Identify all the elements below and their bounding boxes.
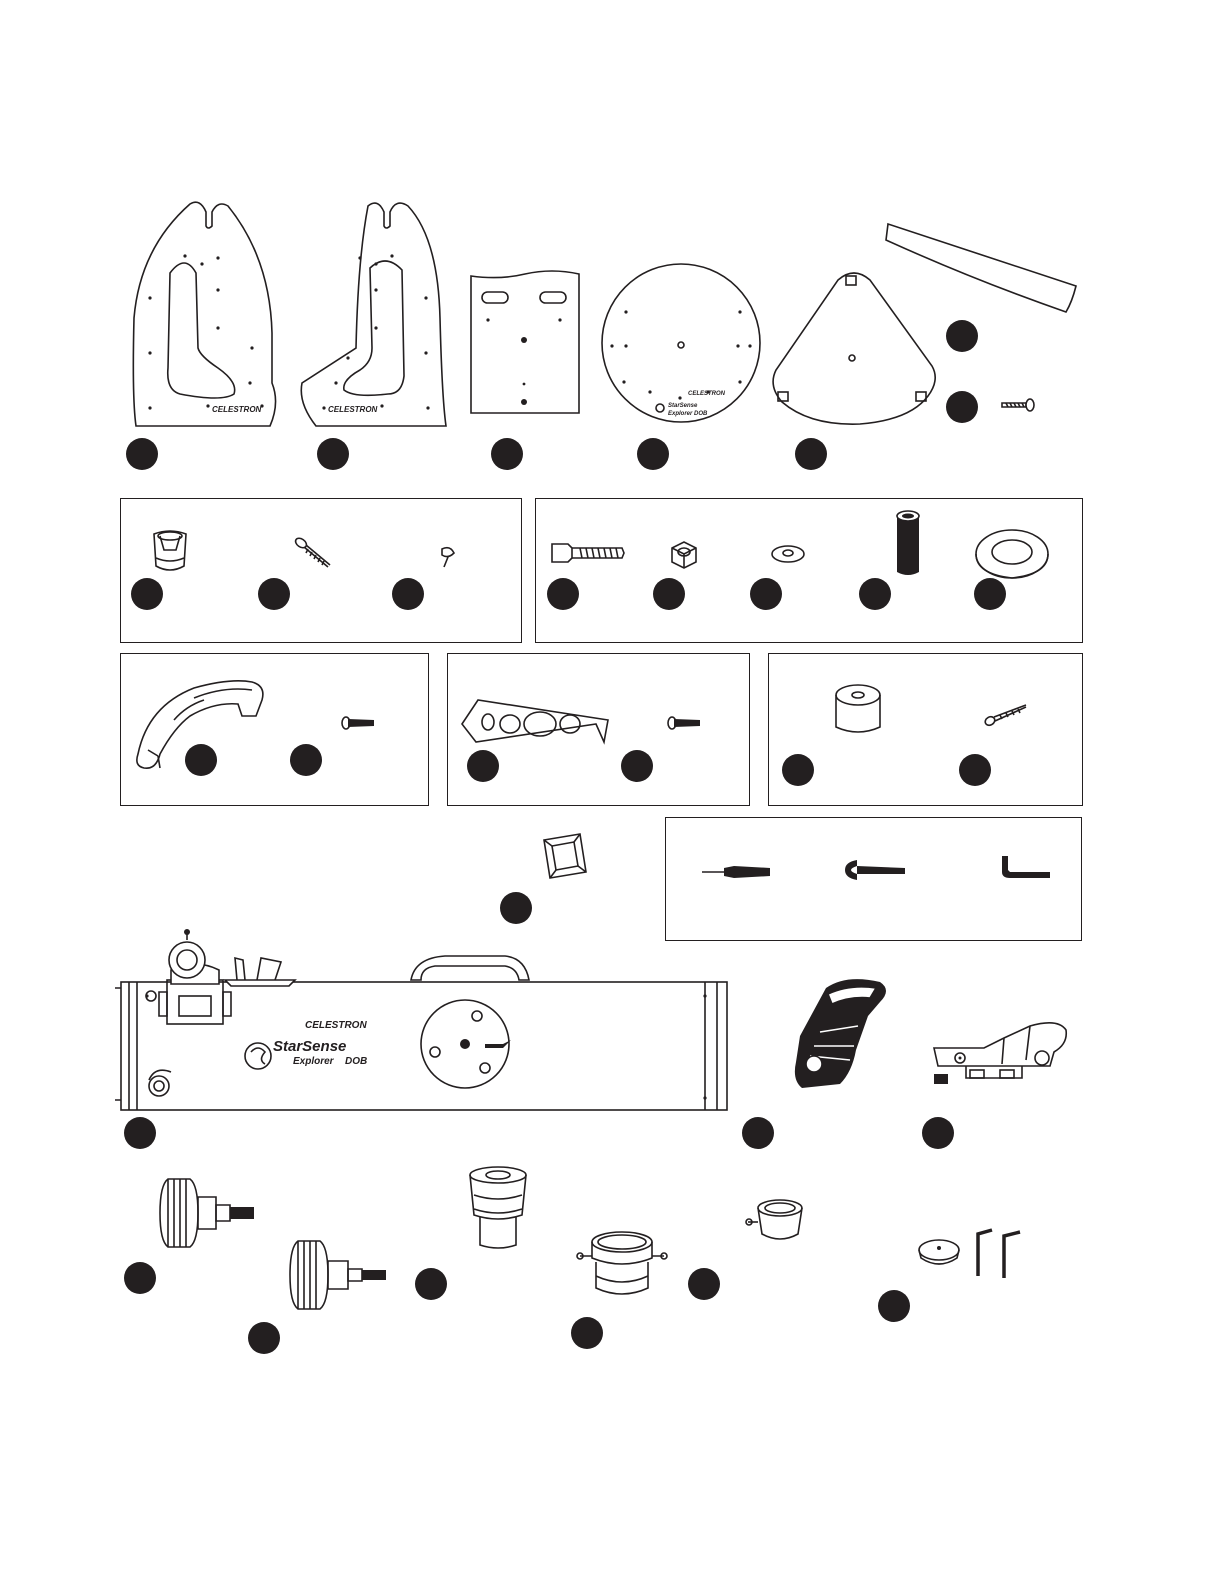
- callout-6: [946, 320, 978, 352]
- callout-30: [571, 1317, 603, 1349]
- eyepiece-part: [466, 1165, 530, 1251]
- wood-screw-part: [294, 537, 334, 571]
- callout-19: [621, 750, 653, 782]
- callout-22: [500, 892, 532, 924]
- optical-tube-part: [115, 940, 729, 1112]
- base-top-part: [600, 262, 762, 424]
- bolt-part: [550, 540, 626, 566]
- cap-part: [916, 1236, 962, 1270]
- pin-part: [436, 547, 462, 569]
- base-top-brand: CELESTRON: [688, 391, 725, 397]
- side-panel-left-part: [130, 198, 280, 428]
- callout-3: [491, 438, 523, 470]
- callout-7: [946, 391, 978, 423]
- callout-12: [653, 578, 685, 610]
- screw-part: [1000, 398, 1040, 412]
- callout-25: [922, 1117, 954, 1149]
- callout-9: [258, 578, 290, 610]
- hex-key-tool: [998, 854, 1052, 884]
- foot-part: [150, 528, 190, 572]
- callout-29: [688, 1268, 720, 1300]
- tube-model: Explorer: [293, 1057, 334, 1067]
- callout-4: [637, 438, 669, 470]
- callout-15: [974, 578, 1006, 610]
- base-top-label-2: Explorer DOB: [668, 411, 707, 417]
- small-adapter-part: [746, 1196, 806, 1246]
- red-dot-finder-part: [930, 1018, 1070, 1090]
- machine-screw-part-2: [666, 716, 702, 730]
- spacer-part: [895, 510, 921, 578]
- callout-23: [124, 1117, 156, 1149]
- callout-14: [859, 578, 891, 610]
- callout-24: [742, 1117, 774, 1149]
- side-panel-right-part: [298, 198, 450, 428]
- callout-21: [959, 754, 991, 786]
- bumper-part: [833, 683, 883, 737]
- large-washer-part: [974, 528, 1050, 580]
- tube-model-suffix: DOB: [345, 1057, 367, 1067]
- knob-part-2: [288, 1237, 388, 1313]
- eyepiece-rack-part: [460, 696, 610, 748]
- callout-8: [131, 578, 163, 610]
- callout-16: [185, 744, 217, 776]
- callout-31: [878, 1290, 910, 1322]
- hardware-box-5: [768, 653, 1083, 806]
- callout-17: [290, 744, 322, 776]
- allen-keys-part: [974, 1228, 1030, 1284]
- strip-part: [884, 220, 1084, 316]
- callout-2: [317, 438, 349, 470]
- tube-product: StarSense: [273, 1039, 346, 1054]
- nut-part: [668, 540, 700, 570]
- machine-screw-part: [340, 716, 376, 730]
- side-panel-left-brand: CELESTRON: [212, 406, 261, 414]
- wrench-tool: [843, 858, 907, 884]
- phone-dock-part: [780, 976, 892, 1092]
- callout-18: [467, 750, 499, 782]
- screwdriver-tool: [700, 862, 772, 882]
- base-top-label-1: StarSense: [668, 403, 697, 409]
- callout-1: [126, 438, 158, 470]
- callout-20: [782, 754, 814, 786]
- front-panel-part: [470, 268, 580, 414]
- wood-screw-part-2: [984, 703, 1028, 727]
- callout-13: [750, 578, 782, 610]
- callout-26: [124, 1262, 156, 1294]
- callout-28: [415, 1268, 447, 1300]
- side-panel-right-brand: CELESTRON: [328, 406, 377, 414]
- knob-part-1: [158, 1175, 258, 1251]
- corner-pad-part: [540, 832, 590, 882]
- callout-27: [248, 1322, 280, 1354]
- adapter-part: [576, 1228, 668, 1302]
- callout-11: [547, 578, 579, 610]
- callout-5: [795, 438, 827, 470]
- washer-part: [770, 544, 806, 564]
- callout-10: [392, 578, 424, 610]
- tube-maker: CELESTRON: [305, 1021, 367, 1031]
